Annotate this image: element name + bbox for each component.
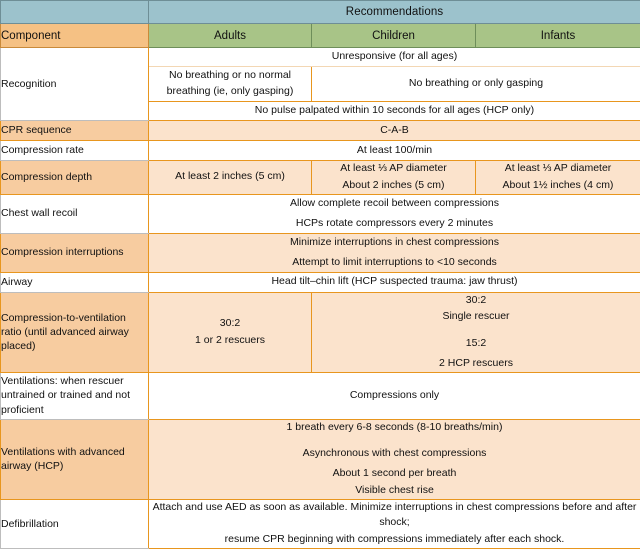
ventilations-advanced-line3: About 1 second per breath [149,466,640,482]
ventilations-advanced-line2: Asynchronous with chest compressions [149,446,640,462]
table-row-recognition-a: Recognition Unresponsive (for all ages) [1,48,640,67]
cell-ventilations-advanced-airway-all: 1 breath every 6-8 seconds (8-10 breaths… [149,419,640,499]
chest-wall-recoil-line1: Allow complete recoil between compressio… [149,196,640,212]
ratio-peds-line3: 15:2 [312,336,640,352]
cell-cpr-sequence-all: C-A-B [149,121,640,141]
cell-compression-rate-all: At least 100/min [149,141,640,161]
header-recommendations: Recommendations [149,1,640,24]
cell-compression-depth-infants: At least ⅓ AP diameter About 1½ inches (… [476,161,640,195]
table-row-compression-rate: Compression rate At least 100/min [1,141,640,161]
row-label-cpr-sequence: CPR sequence [1,121,149,141]
cell-airway-all: Head tilt–chin lift (HCP suspected traum… [149,272,640,292]
defibrillation-line2: resume CPR beginning with compressions i… [149,532,640,548]
table-row-ventilations-advanced-airway: Ventilations with advanced airway (HCP) … [1,419,640,499]
cell-recognition-adults: No breathing or no normal breathing (ie,… [149,67,312,102]
cell-ratio-adults: 30:2 1 or 2 rescuers [149,292,312,372]
compression-depth-infants-line1: At least ⅓ AP diameter [476,161,640,177]
row-label-chest-wall-recoil: Chest wall recoil [1,194,149,233]
header-group-adults: Adults [149,24,312,48]
compression-interruptions-line2: Attempt to limit interruptions to <10 se… [149,255,640,271]
cell-compression-depth-adults: At least 2 inches (5 cm) [149,161,312,195]
cell-recognition-children-infants: No breathing or only gasping [312,67,640,102]
cell-compression-depth-children: At least ⅓ AP diameter About 2 inches (5… [312,161,476,195]
row-label-airway: Airway [1,272,149,292]
row-label-compression-depth: Compression depth [1,161,149,195]
ventilations-advanced-line4: Visible chest rise [149,483,640,499]
cell-ventilations-untrained-all: Compressions only [149,372,640,419]
ventilations-advanced-line1: 1 breath every 6-8 seconds (8-10 breaths… [149,420,640,436]
table-row-compression-to-ventilation-ratio: Compression-to-ventilation ratio (until … [1,292,640,372]
ratio-peds-line4: 2 HCP rescuers [312,356,640,372]
row-label-compression-interruptions: Compression interruptions [1,233,149,272]
table-row-chest-wall-recoil: Chest wall recoil Allow complete recoil … [1,194,640,233]
defibrillation-line1: Attach and use AED as soon as available.… [149,500,640,532]
chest-wall-recoil-line2: HCPs rotate compressors every 2 minutes [149,216,640,232]
header-group-children: Children [312,24,476,48]
table-header-row-groups: Component Adults Children Infants [1,24,640,48]
header-group-infants: Infants [476,24,640,48]
cell-recognition-all-ages-pulse: No pulse palpated within 10 seconds for … [149,102,640,121]
row-label-ventilations-advanced-airway: Ventilations with advanced airway (HCP) [1,419,149,499]
compression-depth-children-line1: At least ⅓ AP diameter [312,161,475,177]
compression-depth-children-line2: About 2 inches (5 cm) [312,178,475,194]
header-corner-blank [1,1,149,24]
compression-depth-infants-line2: About 1½ inches (4 cm) [476,178,640,194]
compression-interruptions-line1: Minimize interruptions in chest compress… [149,235,640,251]
table-row-defibrillation: Defibrillation Attach and use AED as soo… [1,499,640,548]
cell-ratio-children-infants: 30:2 Single rescuer 15:2 2 HCP rescuers [312,292,640,372]
row-label-compression-rate: Compression rate [1,141,149,161]
table-row-ventilations-untrained: Ventilations: when rescuer untrained or … [1,372,640,419]
table-row-cpr-sequence: CPR sequence C-A-B [1,121,640,141]
row-label-recognition: Recognition [1,48,149,121]
row-label-defibrillation: Defibrillation [1,499,149,548]
cell-compression-interruptions-all: Minimize interruptions in chest compress… [149,233,640,272]
ratio-peds-line1: 30:2 [312,293,640,309]
ratio-peds-line2: Single rescuer [312,309,640,325]
header-component: Component [1,24,149,48]
cell-defibrillation-all: Attach and use AED as soon as available.… [149,499,640,548]
table-row-compression-interruptions: Compression interruptions Minimize inter… [1,233,640,272]
table-row-airway: Airway Head tilt–chin lift (HCP suspecte… [1,272,640,292]
ratio-adults-line1: 30:2 [149,316,311,332]
ratio-adults-line2: 1 or 2 rescuers [149,333,311,349]
cell-chest-wall-recoil-all: Allow complete recoil between compressio… [149,194,640,233]
row-label-compression-to-ventilation-ratio: Compression-to-ventilation ratio (until … [1,292,149,372]
cell-recognition-all-ages-unresponsive: Unresponsive (for all ages) [149,48,640,67]
table-row-compression-depth: Compression depth At least 2 inches (5 c… [1,161,640,195]
row-label-ventilations-untrained: Ventilations: when rescuer untrained or … [1,372,149,419]
table-header-row-top: Recommendations [1,1,640,24]
